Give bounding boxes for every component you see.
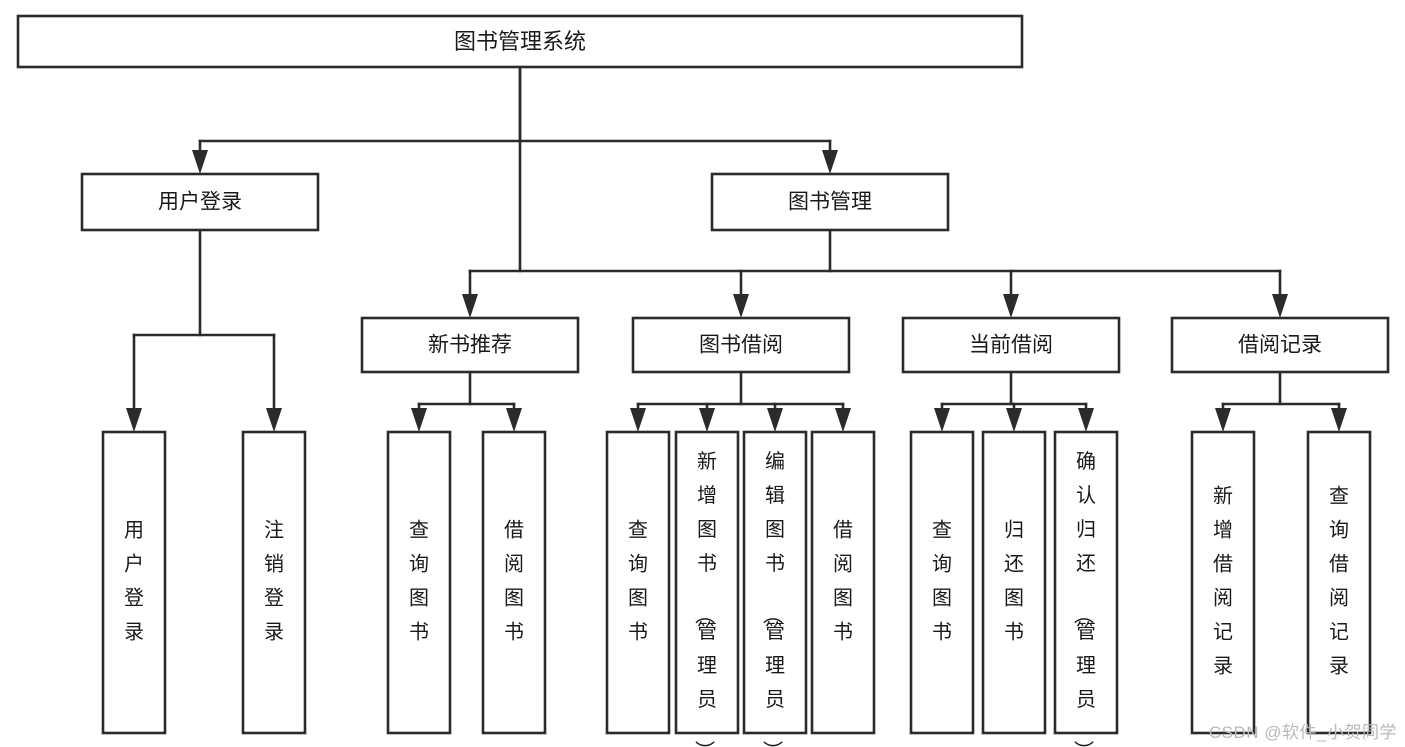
node-leaf-return-book[interactable]: 归还图书 [981,430,1047,735]
node-user-login[interactable]: 用户登录 [80,172,320,232]
node-current-borrow[interactable]: 当前借阅 [901,316,1121,374]
arrow-head-leaf-edit-book [767,408,783,432]
leaf-edit-book-box[interactable] [742,430,808,735]
node-new-book-rec[interactable]: 新书推荐 [360,316,580,374]
node-leaf-edit-book[interactable]: 编辑图书（管理员） [742,430,808,747]
leaf-return-book-label: 归还图书 [1004,519,1024,644]
arrow-head-leaf-borrow-book-rec [506,408,522,432]
node-leaf-user-login[interactable]: 用户登录 [101,430,167,735]
book-manage-box[interactable] [710,172,950,232]
leaf-query-book-rec-box[interactable] [386,430,452,735]
leaf-query-book-rec-label: 查询图书 [409,519,429,644]
leaf-user-logout-box[interactable] [241,430,307,735]
new-book-rec-box[interactable] [360,316,580,374]
user-login-label: 用户登录 [158,191,242,214]
leaf-edit-book-label: 编辑图书（管理员） [760,450,785,747]
arrow-head-leaf-query-book-cur [934,408,950,432]
node-leaf-query-record[interactable]: 查询借阅记录 [1306,430,1372,735]
leaf-borrow-book-label: 借阅图书 [833,519,853,644]
leaf-borrow-book-rec-box[interactable] [481,430,547,735]
node-leaf-add-book[interactable]: 新增图书（管理员） [674,430,740,747]
node-leaf-query-book-borrow[interactable]: 查询图书 [605,430,671,735]
current-borrow-box[interactable] [901,316,1121,374]
root-label: 图书管理系统 [454,29,586,54]
arrow-head-leaf-confirm-return [1078,408,1094,432]
leaf-add-book-label: 新增图书（管理员） [692,450,717,747]
node-leaf-borrow-book[interactable]: 借阅图书 [810,430,876,735]
arrow-head-leaf-query-book-borrow [630,408,646,432]
leaf-query-book-cur-box[interactable] [909,430,975,735]
node-leaf-add-record[interactable]: 新增借阅记录 [1190,430,1256,735]
node-leaf-query-book-rec[interactable]: 查询图书 [386,430,452,735]
new-book-rec-label: 新书推荐 [428,334,512,357]
leaf-layer: 用户登录 注销登录 查询图书 借阅图书 查询图书 新增图书（管理员） 编辑图书（管理员） 借阅… [101,430,1372,747]
arrow-head-new-book-rec [462,294,478,318]
arrow-head-leaf-query-record [1331,408,1347,432]
borrow-record-box[interactable] [1170,316,1390,374]
leaf-user-login-box[interactable] [101,430,167,735]
node-book-manage[interactable]: 图书管理 [710,172,950,232]
book-borrow-label: 图书借阅 [699,334,783,357]
book-borrow-box[interactable] [631,316,851,374]
leaf-confirm-return-label: 确认归还（管理员） [1071,450,1096,747]
leaf-query-record-label: 查询借阅记录 [1329,485,1349,678]
leaf-user-login-label: 用户登录 [124,520,144,644]
arrow-head-leaf-add-book [699,408,715,432]
node-leaf-query-book-cur[interactable]: 查询图书 [909,430,975,735]
node-leaf-user-logout[interactable]: 注销登录 [241,430,307,735]
leaf-confirm-return-box[interactable] [1053,430,1119,735]
arrow-head-leaf-query-book-rec [411,408,427,432]
arrow-head-current-borrow [1003,294,1019,318]
arrow-head-leaf-user-login [126,408,142,432]
book-manage-label: 图书管理 [788,191,872,214]
node-leaf-borrow-book-rec[interactable]: 借阅图书 [481,430,547,735]
node-leaf-confirm-return[interactable]: 确认归还（管理员） [1053,430,1119,747]
current-borrow-label: 当前借阅 [969,334,1053,357]
root-box[interactable] [16,14,1024,69]
borrow-record-label: 借阅记录 [1238,334,1322,357]
connector-layer [126,65,1347,432]
leaf-add-record-label: 新增借阅记录 [1213,485,1233,678]
node-book-borrow[interactable]: 图书借阅 [631,316,851,374]
leaf-query-book-borrow-label: 查询图书 [628,519,648,644]
leaf-query-book-borrow-box[interactable] [605,430,671,735]
leaf-borrow-book-rec-label: 借阅图书 [504,519,524,644]
node-borrow-record[interactable]: 借阅记录 [1170,316,1390,374]
leaf-add-book-box[interactable] [674,430,740,735]
leaf-query-record-box[interactable] [1306,430,1372,735]
leaf-query-book-cur-label: 查询图书 [932,519,952,644]
arrow-head-borrow-record [1272,294,1288,318]
arrow-head-leaf-return-book [1006,408,1022,432]
arrow-head-leaf-user-logout [266,408,282,432]
leaf-user-logout-label: 注销登录 [264,519,284,644]
user-login-box[interactable] [80,172,320,232]
node-root[interactable]: 图书管理系统 [16,14,1024,69]
arrow-head-book-manage [822,150,838,174]
leaf-return-book-box[interactable] [981,430,1047,735]
leaf-borrow-book-box[interactable] [810,430,876,735]
arrow-head-leaf-borrow-book [835,408,851,432]
arrow-head-leaf-add-record [1215,408,1231,432]
arrow-head-user-login [192,150,208,174]
leaf-add-record-box[interactable] [1190,430,1256,735]
arrow-head-book-borrow [733,294,749,318]
